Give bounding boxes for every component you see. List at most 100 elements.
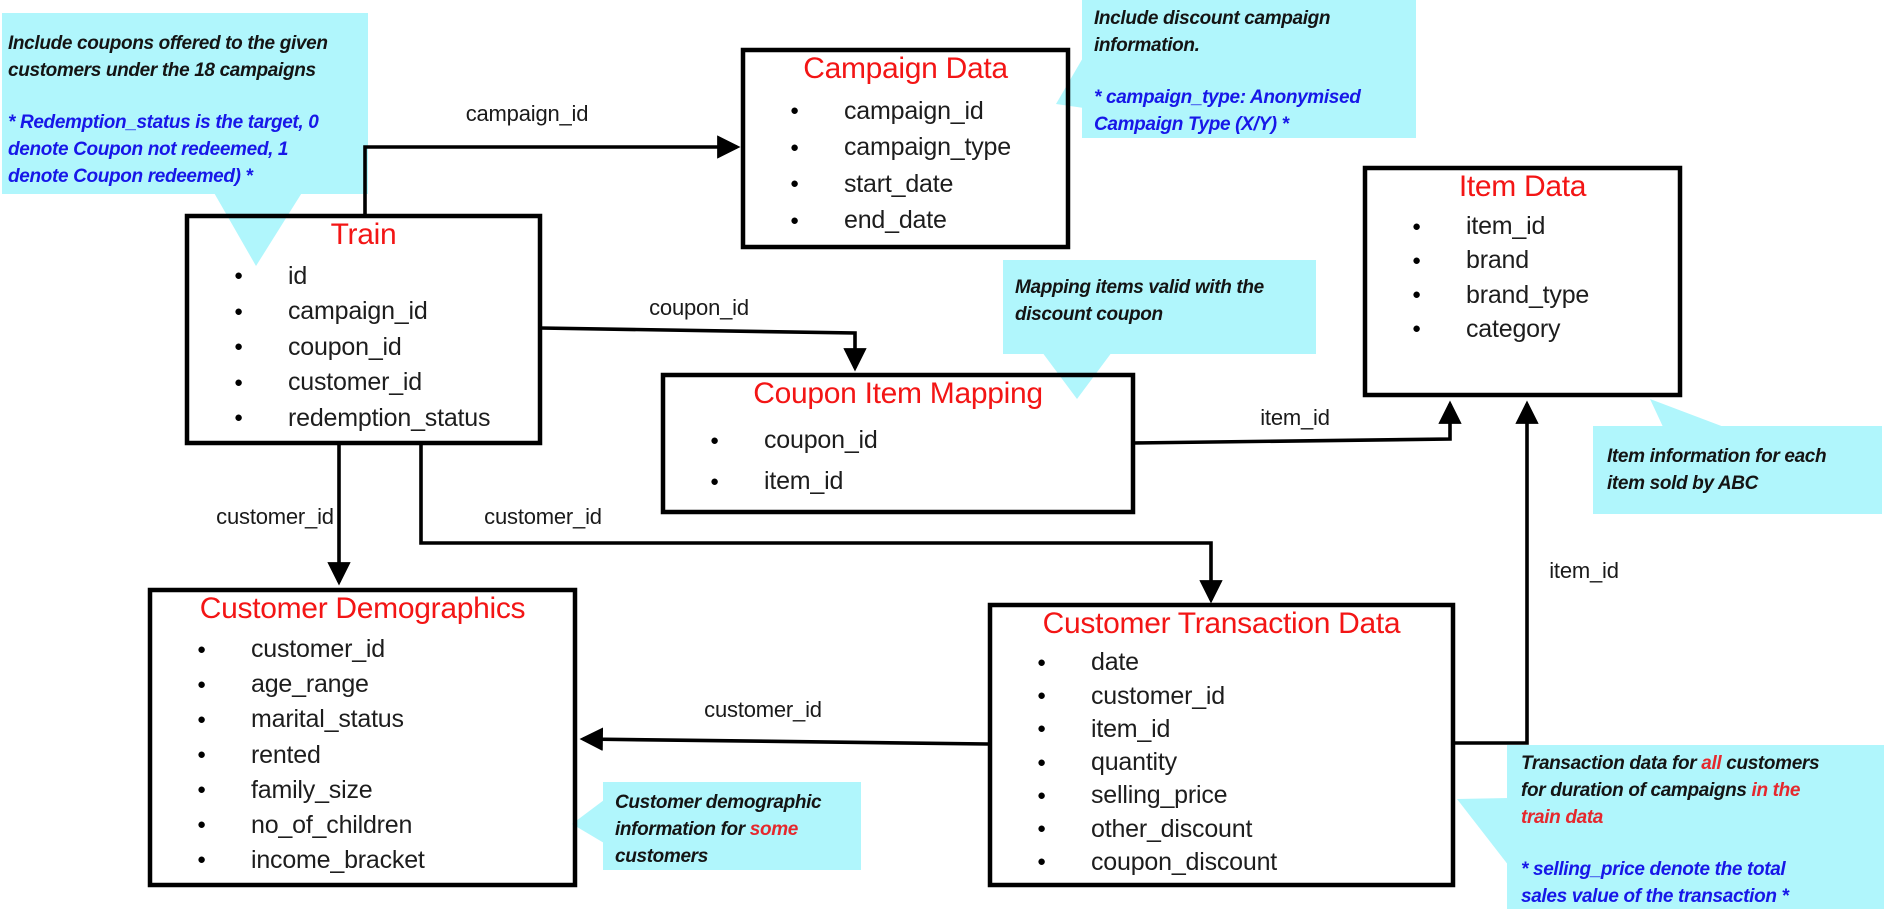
note-line: Transaction data for all customers [1521, 750, 1878, 777]
note-text-segment: Include coupons offered to the given [8, 33, 328, 54]
note-paragraph: * Redemption_status is the target, 0 deno… [8, 109, 362, 190]
entity-field: category [1365, 315, 1680, 344]
note-item-note: Item information for each item sold by AB… [1593, 426, 1882, 514]
note-tail-transaction-note [1457, 798, 1509, 866]
connector-transaction-item [1453, 400, 1539, 745]
note-line: Item information for each [1607, 443, 1876, 470]
note-text-segment: * Redemption_status is the target, 0 [8, 112, 319, 133]
note-text-segment: Campaign Type (X/Y) * [1094, 114, 1289, 135]
edge-label-transaction-item: item_id [1549, 558, 1619, 583]
note-line: customers [615, 843, 855, 870]
note-text-segment: discount coupon [1015, 304, 1163, 325]
entity-field: quantity [990, 748, 1453, 777]
note-line: Mapping items valid with the [1015, 274, 1310, 301]
entity-field: item_id [1365, 212, 1680, 241]
entity-field: end_date [743, 206, 1068, 235]
note-line: * Redemption_status is the target, 0 [8, 109, 362, 136]
entity-title: Item Data [1458, 170, 1587, 203]
note-paragraph: Include coupons offered to the given cust… [8, 30, 362, 84]
note-line: Include discount campaign [1094, 5, 1410, 32]
entity-field-list: datecustomer_iditem_idquantityselling_pr… [990, 642, 1453, 885]
note-text-segment: for duration of campaigns [1521, 780, 1752, 801]
entity-field: start_date [743, 170, 1068, 199]
note-paragraph: Mapping items valid with the discount cou… [1015, 274, 1310, 328]
note-line: discount coupon [1015, 301, 1310, 328]
note-paragraph: Include discount campaign information. [1094, 5, 1410, 59]
entity-field: rented [150, 741, 575, 770]
note-line: item sold by ABC [1607, 470, 1876, 497]
note-line: sales value of the transaction * [1521, 883, 1878, 909]
entity-title: Customer Transaction Data [1042, 607, 1401, 640]
note-campaign-note: Include discount campaign information. * c… [1082, 0, 1416, 138]
note-paragraph: Customer demographic information for some… [615, 789, 855, 870]
entity-field: date [990, 648, 1453, 677]
note-line: Customer demographic [615, 789, 855, 816]
entity-field: item_id [663, 467, 1133, 496]
entity-field: family_size [150, 776, 575, 805]
entity-customer-demographics: Customer Demographics customer_id age_rang… [150, 590, 575, 885]
entity-field: customer_id [187, 368, 540, 397]
entity-field-list: idcampaign_idcoupon_idcustomer_idredempt… [187, 253, 540, 443]
note-text-segment: customers [615, 846, 708, 867]
note-mapping-note: Mapping items valid with the discount cou… [1003, 260, 1316, 354]
note-line: * campaign_type: Anonymised [1094, 84, 1410, 111]
note-text-segment: denote Coupon not redeemed, 1 [8, 139, 289, 160]
entity-field: no_of_children [150, 811, 575, 840]
entity-field: other_discount [990, 815, 1453, 844]
note-text-segment: customers [1721, 753, 1820, 774]
note-text-segment: sales value of the transaction * [1521, 886, 1789, 907]
note-line: denote Coupon not redeemed, 1 [8, 136, 362, 163]
connector-train-coupon-mapping [539, 326, 867, 372]
edge-label-transaction-demographics: customer_id [704, 697, 822, 722]
note-line: for duration of campaigns in the [1521, 777, 1878, 804]
note-line: Campaign Type (X/Y) * [1094, 111, 1410, 138]
note-paragraph: * selling_price denote the total sales va… [1521, 856, 1878, 909]
note-paragraph: Item information for each item sold by AB… [1607, 443, 1876, 497]
note-text-segment: item sold by ABC [1607, 473, 1758, 494]
entity-title: Train [330, 218, 397, 251]
entity-title: Campaign Data [803, 52, 1008, 85]
entity-train: Trainidcampaign_idcoupon_idcustomer_idre… [187, 216, 540, 443]
entity-field: coupon_id [663, 426, 1133, 455]
entity-field: income_bracket [150, 846, 575, 875]
entity-field: customer_id [150, 635, 575, 664]
entity-field: item_id [990, 715, 1453, 744]
note-text-segment: customers under the 18 campaigns [8, 60, 316, 81]
entity-field: redemption_status [187, 404, 540, 433]
entity-field: coupon_id [187, 333, 540, 362]
note-line: customers under the 18 campaigns [8, 57, 362, 84]
entity-field: age_range [150, 670, 575, 699]
entity-field-list: coupon_id item_id [663, 412, 1133, 512]
entity-field: marital_status [150, 705, 575, 734]
entity-field: customer_id [990, 682, 1453, 711]
note-text-segment: all [1701, 753, 1722, 774]
entity-title: Coupon Item Mapping [753, 377, 1043, 410]
note-text-segment: Transaction data for [1521, 753, 1702, 774]
note-text-segment: Customer demographic [615, 792, 822, 813]
note-text-segment: Include discount campaign [1094, 8, 1331, 29]
note-text-segment: * campaign_type: Anonymised [1094, 87, 1361, 108]
note-line: train data [1521, 804, 1878, 831]
entity-field: brand_type [1365, 281, 1680, 310]
connector-transaction-demographics [579, 727, 989, 751]
entity-title: Customer Demographics [199, 592, 526, 625]
entity-field: brand [1365, 246, 1680, 275]
note-text-segment: information. [1094, 35, 1200, 56]
entity-coupon-item-mapping: Coupon Item Mapping coupon_id item_id [663, 375, 1133, 512]
note-line: information for some [615, 816, 855, 843]
entity-field: coupon_discount [990, 848, 1453, 877]
note-line: * selling_price denote the total [1521, 856, 1878, 883]
note-text-segment: information for [615, 819, 750, 840]
entity-field: campaign_type [743, 133, 1068, 162]
entity-field: campaign_id [187, 297, 540, 326]
entity-campaign-data: Campaign Datacampaign_idcampaign_typesta… [743, 50, 1068, 247]
entity-field-list: campaign_idcampaign_typestart_dateend_da… [743, 87, 1068, 247]
note-text-segment: some [749, 819, 799, 840]
note-demographics-note: Customer demographic information for some… [603, 782, 861, 870]
note-text-segment: Mapping items valid with the [1015, 277, 1264, 298]
note-line: Include coupons offered to the given [8, 30, 362, 57]
